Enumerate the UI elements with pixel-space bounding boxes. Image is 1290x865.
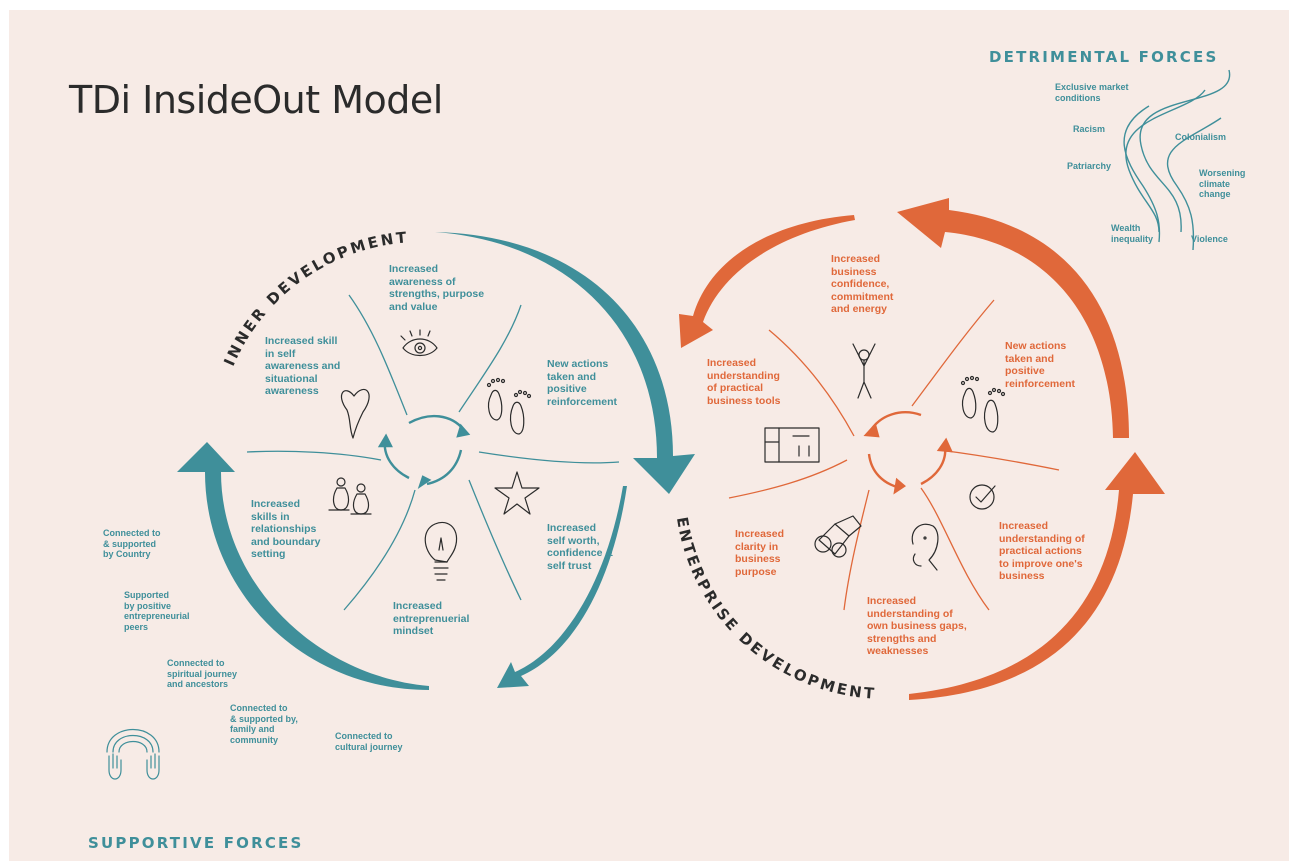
eye-icon [400,329,438,357]
binoculars-icon [814,515,862,558]
detrimental-force-lines [1123,69,1231,251]
inner-center-cycle [377,414,471,489]
detrimental-item-climate: Worsening climate change [1199,168,1246,199]
detrimental-item-market: Exclusive market conditions [1055,82,1129,103]
thinking-face-icon [911,523,939,571]
detrimental-item-patriarchy: Patriarchy [1067,161,1112,171]
enterprise-left-arrow [679,215,855,348]
enterprise-right-arrow [909,452,1165,700]
enterprise-item-tools: Increased understanding of practical bus… [707,357,781,407]
inner-top-arrow [435,232,695,494]
diagram-canvas: INNER DEVELOPMENT EN [106,69,1231,780]
tools-board-icon [764,427,820,463]
enterprise-item-practical-actions: Increased understanding of practical act… [999,520,1085,582]
inner-item-awareness: Increased awareness of strengths, purpos… [389,263,485,313]
enterprise-item-confidence: Increased business confidence, commitmen… [831,253,894,315]
detrimental-item-colonialism: Colonialism [1175,132,1227,142]
star-icon [494,471,540,515]
supportive-item-spiritual: Connected to spiritual journey and ances… [167,658,238,689]
detrimental-item-violence: Violence [1191,234,1228,244]
inner-item-relationships: Increased skills in relationships and bo… [251,498,321,560]
enterprise-spokes [728,299,1060,611]
inner-left-arrow [177,442,429,690]
footprints-icon-inner [486,377,532,435]
inner-item-self-awareness: Increased skill in self awareness and si… [265,335,341,397]
inner-item-mindset: Increased entreprenuerial mindset [393,600,470,637]
page-title: TDi InsideOut Model [69,78,443,122]
supportive-forces-heading: SUPPORTIVE FORCES [88,834,304,852]
people-icon [328,477,372,515]
enterprise-item-clarity: Increased clarity in business purpose [735,528,785,578]
heart-icon [340,389,370,439]
footprints-icon-enterprise [960,375,1006,433]
supportive-item-cultural: Connected to cultural journey [335,731,403,752]
checkmark-circle-icon [969,484,996,510]
supportive-item-family: Connected to & supported by, family and … [230,703,298,745]
enterprise-center-cycle [863,411,953,495]
diagram-sheet: TDi InsideOut Model [9,10,1289,861]
enterprise-top-arrow [897,198,1129,438]
lightbulb-icon [424,521,458,581]
person-arms-up-icon [852,343,876,399]
enterprise-item-new-actions: New actions taken and positive reinforce… [1005,340,1076,390]
detrimental-item-wealth: Wealth inequality [1111,223,1154,244]
detrimental-forces-heading: DETRIMENTAL FORCES [989,48,1219,66]
inner-bottom-arrow [497,486,627,688]
supportive-item-peers: Supported by positive entrepreneurial pe… [124,590,190,632]
inner-item-new-actions: New actions taken and positive reinforce… [547,358,618,408]
detrimental-item-racism: Racism [1073,124,1106,134]
inner-spokes [246,294,620,611]
inner-item-self-worth: Increased self worth, confidence & self … [547,522,613,572]
hands-rainbow-icon [106,729,160,780]
supportive-item-country: Connected to & supported by Country [103,528,161,559]
enterprise-item-gaps: Increased understanding of own business … [867,595,967,657]
